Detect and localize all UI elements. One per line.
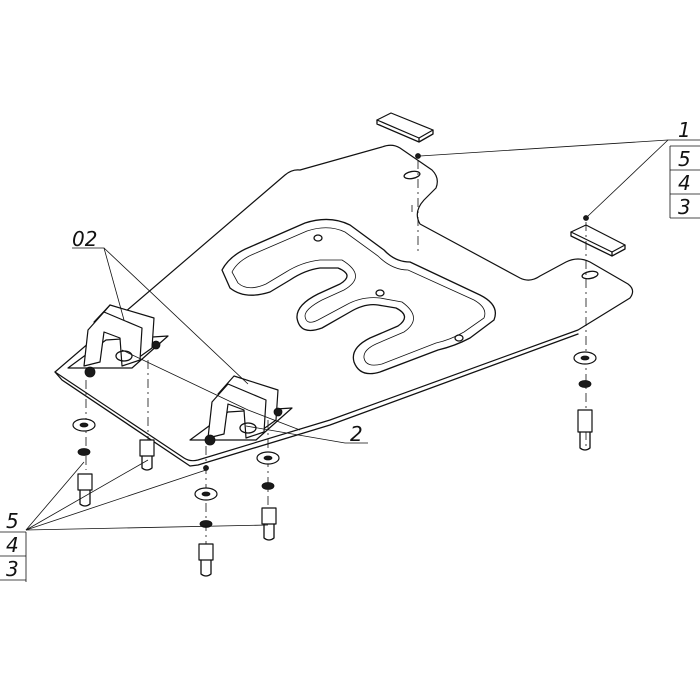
callout-right-3: 3: [678, 195, 691, 219]
callout-left-4: 4: [6, 533, 19, 557]
spacer-plate-top: [376, 112, 434, 143]
callout-1: 1: [678, 118, 691, 142]
protection-plate: [54, 144, 634, 467]
callout-right-5: 5: [678, 147, 691, 171]
fastener-point-top: [415, 153, 421, 159]
callout-left-3: 3: [6, 557, 19, 581]
callout-02: 02: [72, 227, 97, 251]
fastener-stack-left-1: [72, 418, 96, 507]
callout-right-4: 4: [678, 171, 691, 195]
leader-lines: [25, 139, 700, 531]
fastener-stack-centre-right: [256, 451, 280, 541]
spacer-plate-right: [570, 224, 626, 257]
fastener-point-right: [583, 215, 589, 221]
fastener-stack-centre: [194, 465, 218, 577]
callout-2: 2: [350, 422, 363, 446]
callout-stack-right: 5 4 3: [669, 145, 700, 219]
callout-left-5: 5: [6, 509, 19, 533]
bolt-left-2: [139, 439, 155, 471]
callout-stack-left: 5 4 3: [0, 509, 27, 582]
fastener-stack-right: [573, 351, 597, 451]
